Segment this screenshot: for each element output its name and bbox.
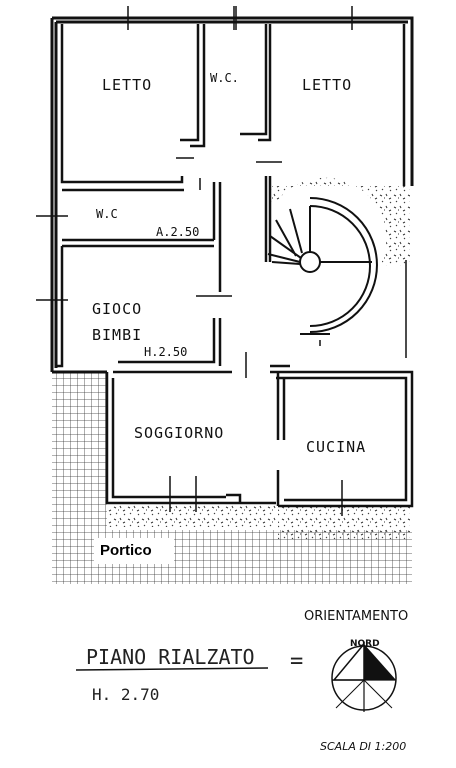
window-marks — [36, 6, 407, 516]
floor-name: PIANO RIALZATO — [86, 645, 255, 669]
floor-name-underline — [75, 667, 269, 671]
room-gioco-height: H.2.50 — [144, 345, 187, 359]
compass-north-label: NORD — [350, 639, 380, 649]
compass: ORIENTAMENTO NORD — [304, 609, 408, 712]
terrace-speckle — [108, 177, 410, 540]
spiral-staircase — [267, 197, 378, 335]
room-gioco-line2: BIMBI — [92, 326, 142, 344]
outer-walls — [50, 16, 414, 374]
room-wc-top: W.C. — [210, 71, 239, 85]
compass-title: ORIENTAMENTO — [304, 609, 408, 624]
interior-walls — [56, 24, 414, 508]
room-soggiorno: SOGGIORNO — [134, 424, 224, 442]
floor-height: H. 2.70 — [92, 685, 159, 704]
equals-mark: = — [290, 649, 303, 674]
scale-label: SCALA DI 1:200 — [320, 740, 406, 753]
room-wc-mid: W.C — [96, 207, 118, 221]
compass-arrow-filled — [364, 644, 396, 680]
room-letto-left: LETTO — [102, 76, 152, 94]
portico-label: Portico — [94, 538, 174, 564]
room-wc-mid-height: A.2.50 — [156, 225, 199, 239]
room-letto-right: LETTO — [302, 76, 352, 94]
room-cucina: CUCINA — [306, 438, 366, 456]
room-gioco-line1: GIOCO — [92, 300, 142, 318]
